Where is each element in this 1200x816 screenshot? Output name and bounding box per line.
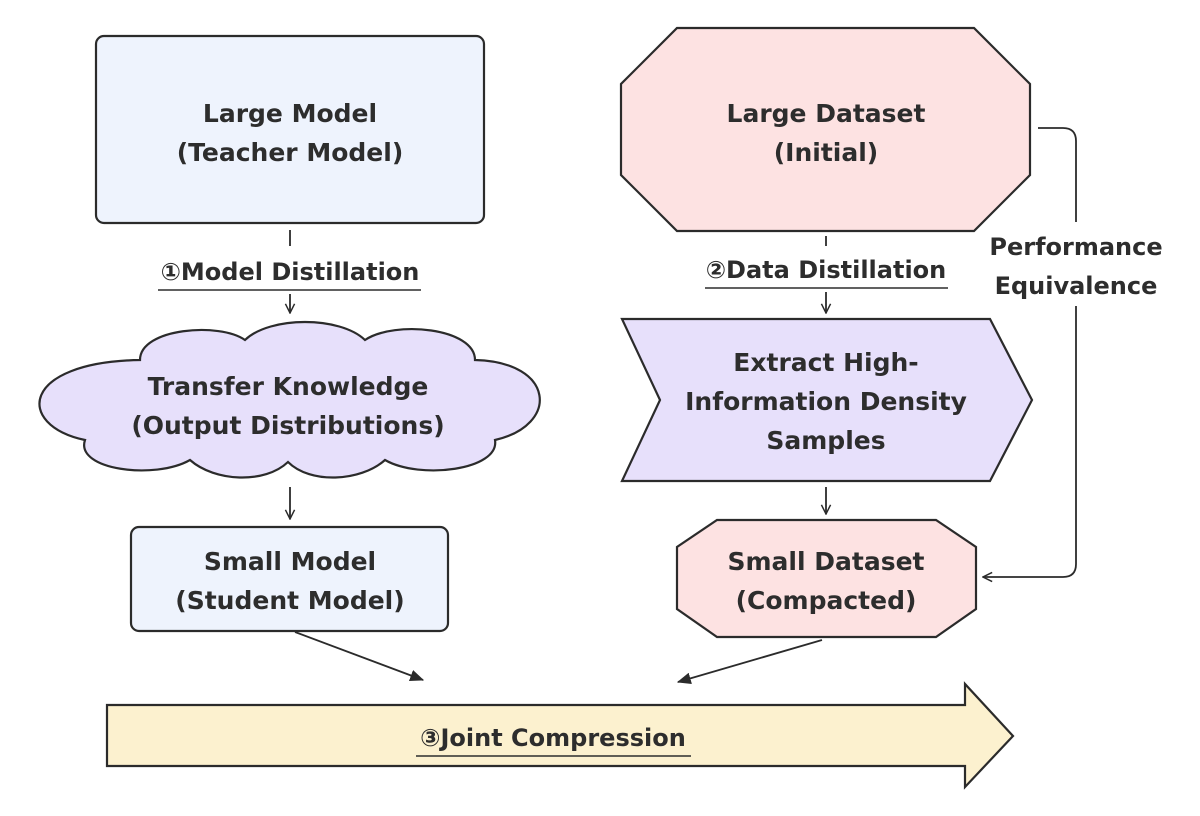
small-model-subtitle: (Student Model)	[175, 586, 404, 615]
extract-samples-line-1: Extract High-	[733, 348, 918, 377]
transfer-knowledge-subtitle: (Output Distributions)	[131, 411, 444, 440]
model-distillation-label: ①Model Distillation	[161, 258, 420, 286]
extract-samples-line-3: Samples	[766, 426, 885, 455]
edge-performance-equivalence-top	[1038, 127, 1077, 222]
edge-small-dataset-to-joint	[676, 639, 823, 685]
joint-compression-arrow	[105, 681, 1015, 790]
small-dataset-title: Small Dataset	[728, 547, 925, 576]
edge-small-model-to-joint	[294, 631, 425, 681]
transfer-knowledge-cloud	[38, 320, 541, 479]
large-model-subtitle: (Teacher Model)	[177, 138, 404, 167]
joint-compression-label: ③Joint Compression	[420, 724, 686, 752]
small-dataset-octagon	[675, 518, 978, 639]
small-model-title: Small Model	[204, 547, 376, 576]
performance-equivalence-line-2: Equivalence	[995, 272, 1158, 300]
small-dataset-subtitle: (Compacted)	[736, 586, 917, 615]
small-model-box	[129, 525, 450, 633]
extract-samples-line-2: Information Density	[685, 387, 967, 416]
large-dataset-octagon	[619, 26, 1032, 233]
transfer-knowledge-title: Transfer Knowledge	[148, 372, 429, 401]
large-model-box	[94, 34, 486, 225]
performance-equivalence-line-1: Performance	[989, 233, 1162, 261]
edge-performance-equivalence-bottom	[983, 306, 1077, 577]
extract-samples-chevron	[620, 317, 1034, 483]
large-dataset-subtitle: (Initial)	[774, 138, 878, 167]
data-distillation-label: ②Data Distillation	[706, 256, 947, 284]
large-dataset-title: Large Dataset	[727, 99, 926, 128]
large-model-title: Large Model	[203, 99, 377, 128]
